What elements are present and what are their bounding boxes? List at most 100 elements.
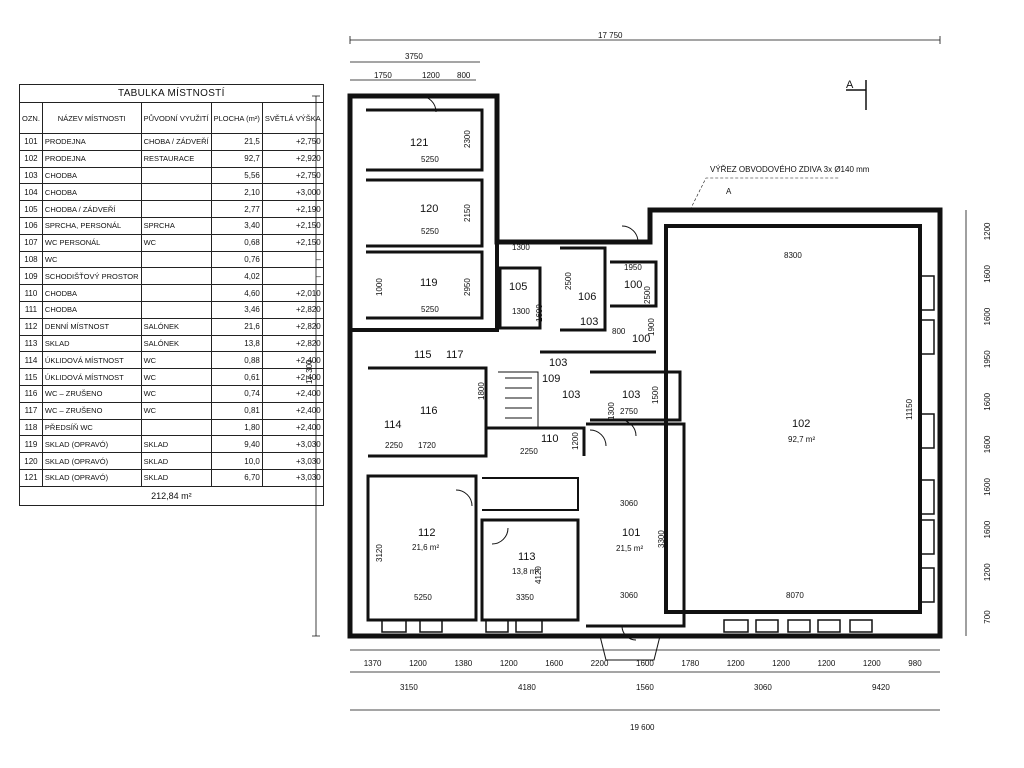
dim-label: 3350 <box>516 593 534 602</box>
interior-wall <box>366 178 484 248</box>
dim-label: 800 <box>612 327 626 336</box>
dim-label: 2250 <box>520 447 538 456</box>
interior-wall <box>480 518 580 622</box>
door <box>621 625 637 641</box>
dimension-line <box>312 95 320 637</box>
room-label: 103 <box>549 357 567 369</box>
room-area: 92,7 m² <box>788 435 815 444</box>
room-label: 120 <box>420 203 438 215</box>
dim-label: 17 300 <box>305 359 314 384</box>
room-label: 121 <box>410 137 428 149</box>
room-label: 113 <box>518 551 536 563</box>
dim-label: 1370 <box>364 659 382 668</box>
dim-label: 1200 <box>409 659 427 668</box>
dim-label: 2500 <box>643 286 652 304</box>
dim-label: 1720 <box>418 441 436 450</box>
dim-label: 1300 <box>607 402 616 420</box>
dim-label: 1600 <box>535 304 544 322</box>
dim-label: 1200 <box>818 659 836 668</box>
dim-label: 2500 <box>564 272 573 290</box>
room-label: 103 <box>562 389 580 401</box>
room-area: 13,8 m² <box>512 567 539 576</box>
column-header: PŮVODNÍ VYUŽITÍ <box>140 102 212 134</box>
dim-label: 1500 <box>651 386 660 404</box>
dim-label: 1200 <box>422 71 440 80</box>
room-label: 100 <box>624 279 642 291</box>
dim-label: 1200 <box>500 659 518 668</box>
dim-label: 800 <box>457 71 471 80</box>
dim-label: 1200 <box>571 432 580 450</box>
door <box>419 95 437 113</box>
dim-label: 1900 <box>647 318 656 336</box>
dim-label: 8300 <box>784 251 802 260</box>
dim-label: 2150 <box>463 204 472 222</box>
dim-label: 3750 <box>405 52 423 61</box>
dim-label: 1380 <box>454 659 472 668</box>
room-label: 115 <box>414 349 432 361</box>
dimension-labels: 17 750 3750 1750 1200 800 17 300 19 600 … <box>305 31 870 732</box>
room-labels: 121 120 119 105 106 100 103 100 103 115 … <box>384 137 815 576</box>
dim-label: 1800 <box>477 382 486 400</box>
dim-label: 1560 <box>636 683 654 692</box>
section-marker <box>846 80 867 110</box>
door <box>491 527 509 545</box>
room-label: 100 <box>632 333 650 345</box>
dimension-line <box>350 61 480 81</box>
dim-label: 2300 <box>463 130 472 148</box>
dim-label: 1000 <box>375 278 384 296</box>
entrance <box>599 635 661 661</box>
dim-label: 5250 <box>414 593 432 602</box>
dim-label: 2950 <box>463 278 472 296</box>
dim-label: 1200 <box>983 563 992 581</box>
dim-label: 5250 <box>421 305 439 314</box>
room-label: 109 <box>542 373 560 385</box>
table-cell: 1,80 <box>210 418 263 437</box>
room-label: 114 <box>384 419 402 431</box>
table-cell: 2,77 <box>210 200 263 218</box>
dim-label: 5250 <box>421 155 439 164</box>
room-label: 110 <box>541 433 559 445</box>
interior-wall <box>498 266 542 330</box>
stair <box>498 371 539 429</box>
window-group <box>919 275 935 603</box>
dim-label: 19 600 <box>630 723 655 732</box>
dim-label: 1300 <box>512 243 530 252</box>
note-leader <box>689 177 840 211</box>
room-label: 103 <box>622 389 640 401</box>
dim-label: 1750 <box>374 71 392 80</box>
door <box>589 429 607 447</box>
dim-label: 3150 <box>400 683 418 692</box>
room-area: 21,6 m² <box>412 543 439 552</box>
interior-wall <box>610 260 658 308</box>
interior-wall <box>664 224 922 614</box>
dim-label: 4120 <box>534 566 543 584</box>
dim-label: 1300 <box>512 307 530 316</box>
dimension-line <box>349 36 941 44</box>
dim-label: 1600 <box>983 392 992 410</box>
dimension-line <box>350 649 940 711</box>
dim-label: 3060 <box>754 683 772 692</box>
column-header: SVĚTLÁ VÝŠKA <box>261 102 324 134</box>
dim-label: 3060 <box>620 499 638 508</box>
dim-label: 1600 <box>636 659 654 668</box>
dim-label: 1200 <box>727 659 745 668</box>
table-cell: 104 <box>19 183 43 202</box>
room-label: 102 <box>792 418 810 430</box>
column-header: NÁZEV MÍSTNOSTI <box>41 102 142 134</box>
interior-wall <box>366 250 484 320</box>
room-label: 117 <box>446 349 464 361</box>
section-label: A <box>726 187 732 196</box>
dim-label: 1200 <box>983 222 992 240</box>
interior-wall <box>560 246 607 332</box>
interior-wall <box>366 474 478 622</box>
